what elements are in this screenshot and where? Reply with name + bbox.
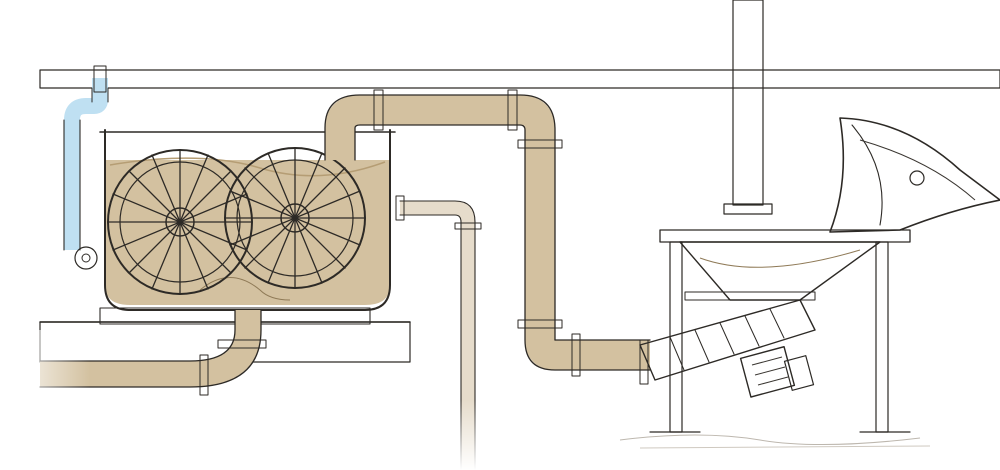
agitator-wheel-right <box>224 147 366 289</box>
floor-marks <box>619 434 931 449</box>
transfer-pipe <box>324 89 651 377</box>
agitator-wheel-left <box>107 149 253 295</box>
water-supply-pipe <box>39 65 1000 270</box>
chute-flap <box>829 117 1000 233</box>
tank-outlet-pipe <box>0 309 267 410</box>
pivot-icon <box>909 170 925 186</box>
conveyor-motor <box>739 346 815 398</box>
screw-conveyor <box>639 299 816 385</box>
side-branch-pipe <box>395 195 500 470</box>
valve-icon <box>74 246 98 270</box>
vertical-column <box>723 0 773 215</box>
